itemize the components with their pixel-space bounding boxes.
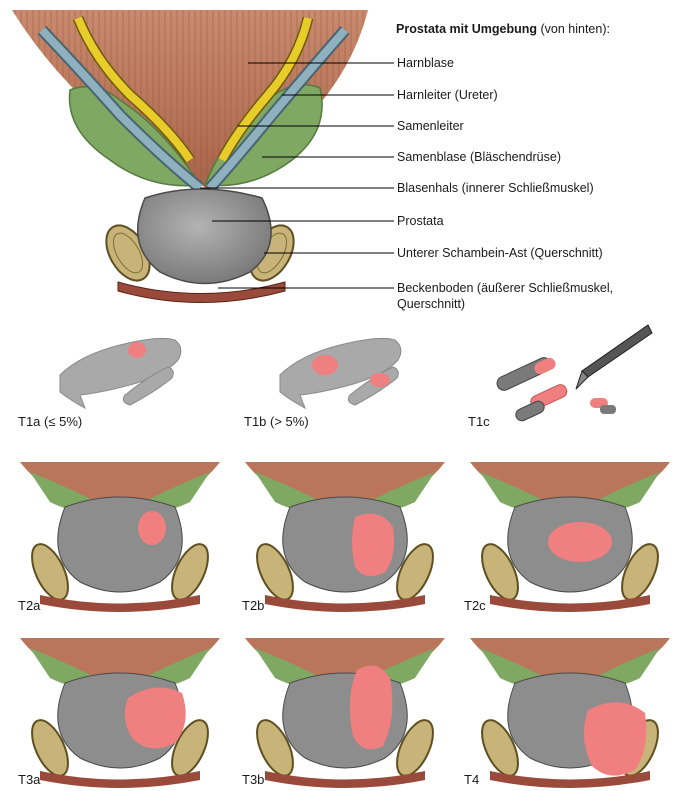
tumor	[125, 688, 186, 749]
pelvic-floor	[118, 282, 285, 303]
stage-t1c-illustration	[490, 315, 660, 430]
stage-label-t2b: T2b	[242, 598, 264, 613]
stage-t2a-illustration	[20, 462, 220, 612]
label-blasenhals: Blasenhals (innerer Schließmuskel)	[397, 181, 594, 196]
tumor	[138, 511, 166, 545]
tumor	[350, 666, 393, 750]
figure-title-bold: Prostata mit Umgebung	[396, 22, 537, 36]
prostate	[138, 189, 271, 284]
label-harnblase: Harnblase	[397, 56, 454, 71]
label-beckenboden-line2: Querschnitt)	[397, 297, 465, 312]
tumor	[352, 514, 394, 576]
stage-t2c-illustration	[470, 462, 670, 612]
label-schambein: Unterer Schambein-Ast (Querschnitt)	[397, 246, 603, 261]
tumor	[584, 702, 646, 775]
stage-t1b-illustration	[270, 320, 440, 415]
stage-label-t2a: T2a	[18, 598, 40, 613]
tumor-focus-2	[370, 373, 390, 387]
stage-t3b-illustration	[245, 638, 445, 788]
figure-title: Prostata mit Umgebung (von hinten):	[396, 22, 610, 36]
stage-t1a-illustration	[30, 320, 230, 415]
tumor	[548, 522, 612, 562]
stage-label-t1b: T1b (> 5%)	[244, 414, 309, 429]
stage-t4-illustration	[470, 638, 670, 788]
stage-label-t2c: T2c	[464, 598, 486, 613]
label-prostata: Prostata	[397, 214, 444, 229]
stage-label-t1a: T1a (≤ 5%)	[18, 414, 82, 429]
stage-label-t1c: T1c	[468, 414, 490, 429]
stage-label-t4: T4	[464, 772, 479, 787]
label-samenblase: Samenblase (Bläschendrüse)	[397, 150, 561, 165]
label-harnleiter: Harnleiter (Ureter)	[397, 88, 498, 103]
label-beckenboden-line1: Beckenboden (äußerer Schließmuskel,	[397, 281, 613, 296]
tumor-focus	[128, 342, 146, 358]
figure-title-suffix: (von hinten):	[537, 22, 610, 36]
prostate	[58, 497, 183, 592]
stage-label-t3a: T3a	[18, 772, 40, 787]
tumor-focus	[312, 355, 338, 375]
stage-label-t3b: T3b	[242, 772, 264, 787]
biopsy-needle	[576, 325, 652, 389]
label-samenleiter: Samenleiter	[397, 119, 464, 134]
stage-t2b-illustration	[245, 462, 445, 612]
stage-t3a-illustration	[20, 638, 220, 788]
